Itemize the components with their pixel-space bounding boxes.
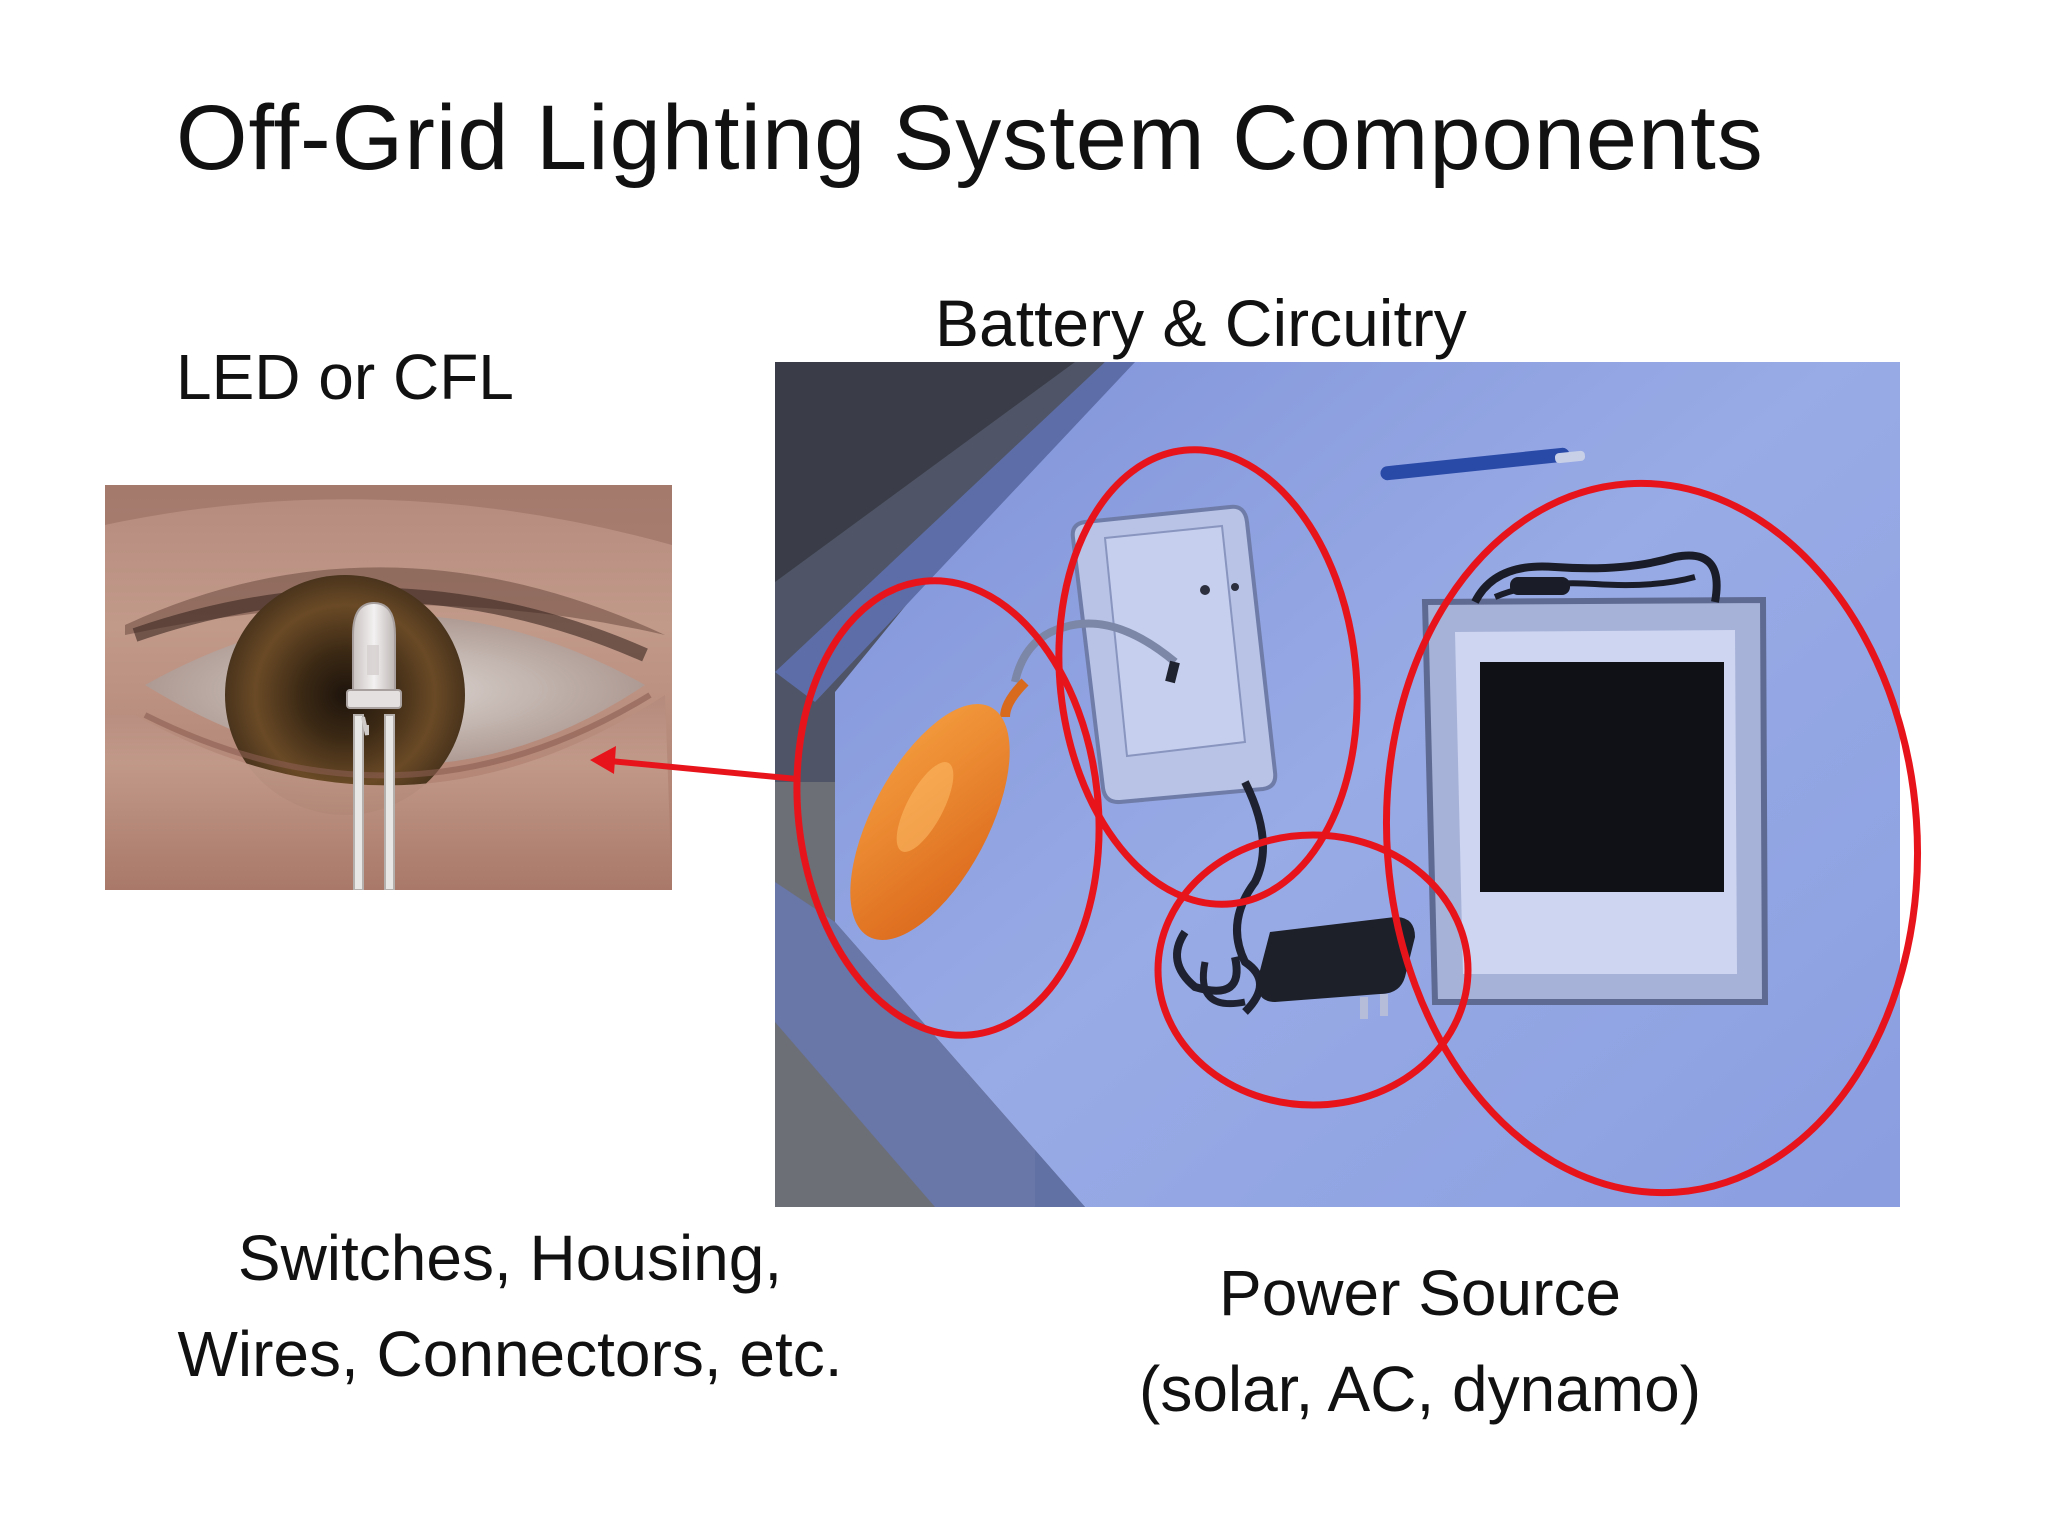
slide-title: Off-Grid Lighting System Components [176, 87, 1764, 189]
components-table-photo [775, 362, 1900, 1207]
label-power-line-1: Power Source [1219, 1257, 1621, 1329]
label-power-line-2: (solar, AC, dynamo) [1139, 1353, 1701, 1425]
label-switches-line-2: Wires, Connectors, etc. [177, 1318, 843, 1390]
label-led-or-cfl: LED or CFL [176, 341, 514, 413]
label-switches-line-1: Switches, Housing, [237, 1222, 783, 1294]
label-switches-housing: Switches, Housing, Wires, Connectors, et… [100, 1210, 920, 1402]
label-power-source: Power Source (solar, AC, dynamo) [1070, 1245, 1770, 1437]
eye-led-photo [105, 485, 672, 890]
label-battery-circuitry: Battery & Circuitry [935, 286, 1467, 360]
